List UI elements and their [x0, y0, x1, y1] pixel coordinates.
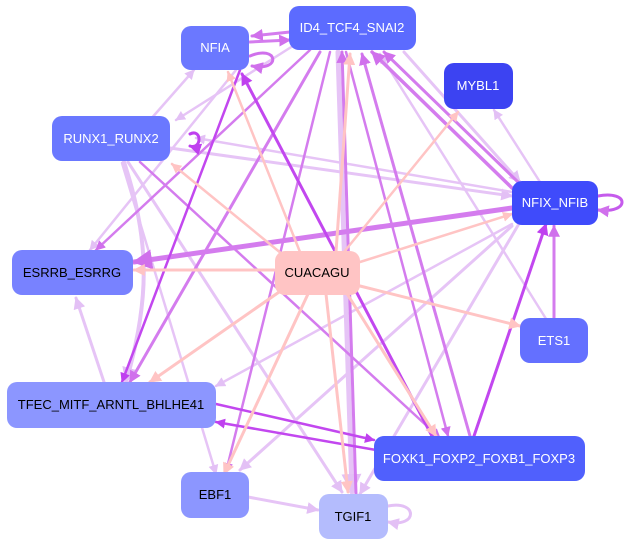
node-nfix-nfib[interactable]: NFIX_NFIB [512, 181, 598, 225]
edge-cuacagu-to-ebf1 [222, 292, 310, 476]
node-mybl1[interactable]: MYBL1 [444, 63, 513, 109]
edge-runx-to-nfia [148, 68, 196, 122]
node-nfix-nfib-label: NFIX_NFIB [522, 195, 588, 210]
node-tgif1[interactable]: TGIF1 [319, 494, 388, 539]
edge-foxk-to-tfec [214, 418, 378, 452]
node-ets1-label: ETS1 [538, 333, 571, 348]
edge-nfix-to-esrrb [131, 205, 515, 270]
self-loop-tgif1 [386, 503, 412, 530]
edge-ebf1-to-tgif1 [246, 495, 320, 514]
edge-id4-to-foxk [344, 50, 451, 438]
edge-nfix-to-id4-a [370, 50, 514, 190]
node-id4-tcf4-snai2[interactable]: ID4_TCF4_SNAI2 [289, 6, 416, 50]
edge-cuacagu-to-tgif1 [324, 292, 353, 494]
node-cuacagu-label: CUACAGU [284, 265, 349, 280]
edge-tfec-to-foxk [214, 402, 376, 443]
node-id4-tcf4-snai2-label: ID4_TCF4_SNAI2 [300, 20, 405, 35]
edge-id4-to-nfix [402, 50, 522, 184]
node-cuacagu[interactable]: CUACAGU [275, 251, 360, 295]
node-ets1[interactable]: ETS1 [520, 318, 588, 363]
edge-id4-to-esrrb [94, 48, 312, 252]
edge-id4-to-tfec [128, 50, 322, 384]
self-loop-nfia [248, 51, 275, 74]
node-ebf1-label: EBF1 [199, 487, 232, 502]
node-foxk1-foxp2-foxb1-foxp3-label: FOXK1_FOXP2_FOXB1_FOXP3 [383, 451, 575, 466]
node-runx1-runx2-label: RUNX1_RUNX2 [63, 131, 158, 146]
edge-cuacagu-to-foxk [344, 290, 438, 438]
edge-cuacagu-to-id4 [334, 52, 356, 254]
edge-tfec-to-esrrb [73, 296, 106, 384]
edge-id4-to-nfia [250, 28, 292, 41]
node-nfia[interactable]: NFIA [181, 26, 249, 70]
edge-cuacagu-to-nfix [358, 211, 514, 264]
node-tgif1-label: TGIF1 [335, 509, 372, 524]
edge-nfix-to-runx [194, 134, 514, 194]
node-tfec-mitf-arntl-bhlhe41[interactable]: TFEC_MITF_ARNTL_BHLHE41 [7, 382, 216, 428]
edge-cuacagu-to-tfec [148, 288, 284, 384]
self-loop-runx [188, 131, 203, 156]
node-tfec-mitf-arntl-bhlhe41-label: TFEC_MITF_ARNTL_BHLHE41 [18, 397, 204, 412]
node-nfia-label: NFIA [200, 40, 230, 55]
node-runx1-runx2[interactable]: RUNX1_RUNX2 [52, 116, 170, 161]
node-esrrb-esrrg-label: ESRRB_ESRRG [23, 265, 121, 280]
edge-nfix-to-mybl1 [492, 108, 542, 184]
edge-foxk-to-nfix [472, 222, 549, 438]
nodes: NFIA ID4_TCF4_SNAI2 MYBL1 RUNX1_RUNX2 NF… [7, 6, 598, 539]
node-ebf1[interactable]: EBF1 [181, 472, 249, 518]
node-esrrb-esrrg[interactable]: ESRRB_ESRRG [12, 250, 133, 295]
edge-cuacagu-to-nfia [226, 70, 302, 254]
edge-ets1-to-id4 [378, 52, 550, 324]
edge-cuacagu-to-ets1 [358, 284, 522, 330]
edge-nfia-to-tfec [120, 68, 242, 384]
self-loop-nfix [596, 193, 624, 218]
node-foxk1-foxp2-foxb1-foxp3[interactable]: FOXK1_FOXP2_FOXB1_FOXP3 [374, 436, 585, 481]
node-mybl1-label: MYBL1 [457, 78, 500, 93]
edge-runx-to-foxk [138, 160, 442, 440]
edge-nfia-to-id4 [248, 34, 292, 47]
edge-nfix-to-ebf1 [238, 224, 514, 472]
edge-cuacagu-to-runx [170, 162, 284, 256]
edge-cuacagu-to-mybl1 [342, 110, 460, 254]
